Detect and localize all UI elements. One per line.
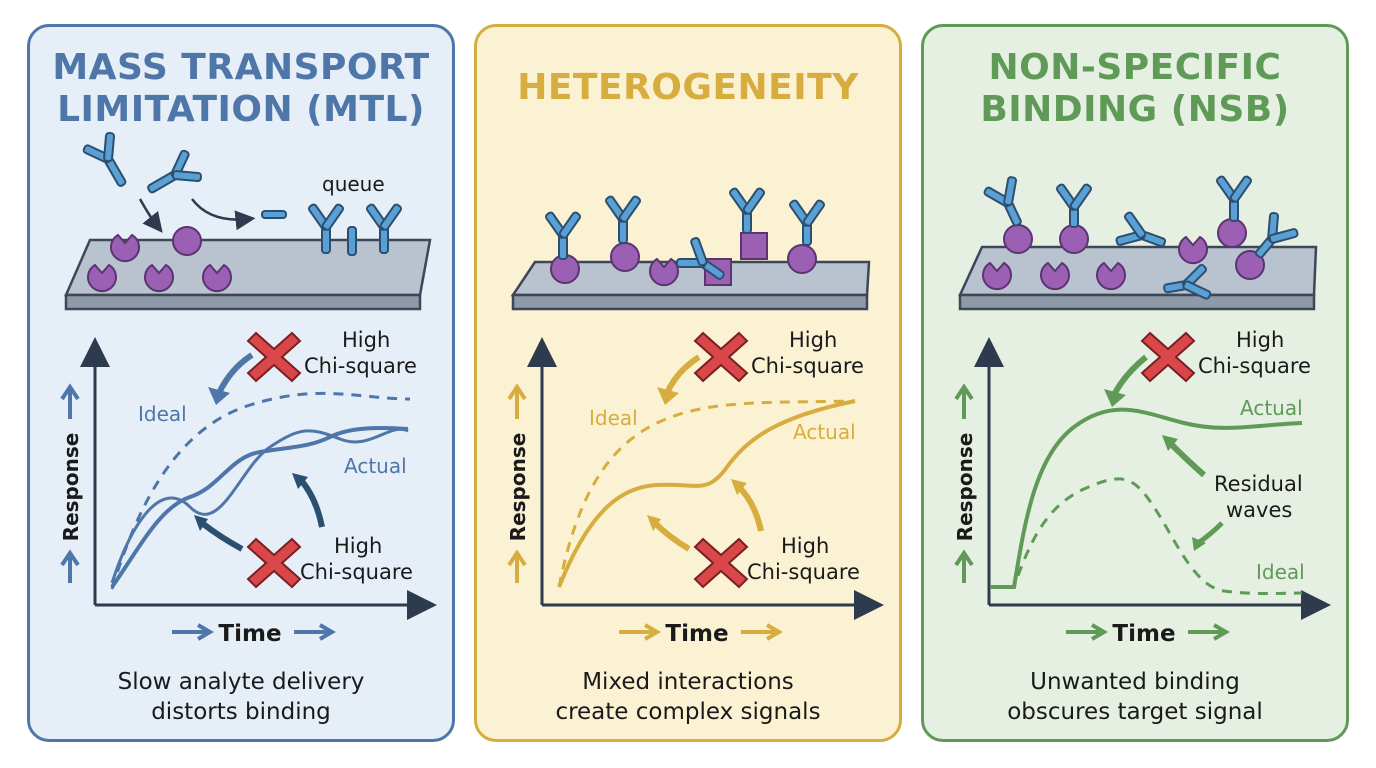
chi-top-label-1: High [1236,328,1284,352]
caption-line-2: obscures target signal [1007,699,1263,725]
ideal-label: Ideal [1256,560,1305,584]
ligand-molecules [982,218,1265,291]
chi-bottom-label-2: Chi-square [300,560,413,584]
title-line-1: MASS TRANSPORT [52,47,430,88]
y-axis-label: Response [506,433,530,542]
chart-axes [80,337,437,620]
chi-top-label-1: High [342,328,390,352]
chi-bottom-label-2: Chi-square [747,560,860,584]
arrow-icon [297,477,325,528]
queued-antibodies [261,203,403,256]
ideal-curve [110,391,411,590]
mtl-illustration: queue Ideal Actual High Chi-square High … [59,132,437,647]
arrow-icon [200,520,244,552]
queue-label: queue [322,172,385,196]
arrow-up-icon [507,383,527,419]
arrow-right-icon [1066,623,1108,641]
caption-line-1: Slow analyte delivery [117,669,365,695]
arrow-up-icon [954,383,974,419]
x-axis-label: Time [218,621,281,647]
cross-icon [693,537,749,589]
title-line-1: HETEROGENEITY [517,67,859,108]
panel-caption: Slow analyte delivery distorts binding [30,667,452,727]
arrow-up-icon [507,549,527,583]
arrow-right-icon [172,623,214,641]
title-line-2: BINDING (NSB) [980,89,1290,130]
actual-label: Actual [1240,396,1303,420]
panel-title: MASS TRANSPORT LIMITATION (MTL) [30,47,452,131]
arrow-icon [1111,354,1148,397]
nsb-illustration: Actual Ideal High Chi-square Residual wa… [953,175,1331,647]
actual-label: Actual [793,420,856,444]
chi-bottom-label-1: High [334,534,382,558]
arrow-icon [215,352,254,397]
het-illustration: Ideal Actual High Chi-square High Chi-sq… [506,187,884,647]
actual-curve [110,425,409,589]
caption-line-1: Unwanted binding [1030,669,1240,695]
panel-mass-transport: MASS TRANSPORT LIMITATION (MTL) [27,24,455,742]
cross-icon [693,331,749,383]
flow-arrows [138,198,256,233]
chi-top-label-2: Chi-square [1198,354,1311,378]
ideal-label: Ideal [589,406,638,430]
caption-line-2: distorts binding [151,699,331,725]
residual-label-1: Residual [1214,472,1303,496]
ligand-molecules [87,226,232,293]
ideal-curve [990,477,1303,595]
y-axis-label: Response [953,433,977,542]
caption-line-1: Mixed interactions [582,669,794,695]
arrow-right-icon [741,623,783,641]
actual-label: Actual [344,454,407,478]
residual-label-2: waves [1226,498,1292,522]
caption-line-2: create complex signals [555,699,821,725]
actual-curve-wave [110,427,409,584]
arrow-up-icon [60,383,80,419]
ideal-label: Ideal [138,402,187,426]
panel-title: HETEROGENEITY [477,67,899,109]
chart-axes [974,337,1331,620]
arrow-right-icon [1188,623,1230,641]
ideal-curve [557,399,856,588]
arrow-right-icon [294,623,336,641]
arrow-icon [664,354,701,395]
bound-antibodies [983,175,1299,300]
x-axis-label: Time [665,621,728,647]
panel-title: NON-SPECIFIC BINDING (NSB) [924,47,1346,131]
actual-curve [557,399,856,588]
chi-top-label-1: High [789,328,837,352]
arrow-up-icon [954,549,974,583]
actual-curve [990,407,1303,589]
cross-icon [1140,331,1196,383]
panel-caption: Mixed interactions create complex signal… [477,667,899,727]
arrow-icon [1167,440,1206,478]
cross-icon [246,537,302,589]
panel-non-specific-binding: NON-SPECIFIC BINDING (NSB) [921,24,1349,742]
chart-axes [527,337,884,620]
ligand-molecules [550,232,817,287]
bound-antibodies [544,187,826,280]
panel-heterogeneity: HETEROGENEITY [474,24,902,742]
arrow-icon [1196,521,1224,546]
chi-bottom-label-1: High [781,534,829,558]
arrow-icon [652,520,691,552]
arrow-icon [736,484,764,532]
sensor-chip [510,260,871,311]
cross-icon [246,331,302,383]
arrow-up-icon [60,549,80,583]
title-line-1: NON-SPECIFIC [988,47,1282,88]
free-antibodies [82,132,202,194]
chi-top-label-2: Chi-square [304,354,417,378]
y-axis-label: Response [59,433,83,542]
panel-caption: Unwanted binding obscures target signal [924,667,1346,727]
x-axis-label: Time [1112,621,1175,647]
title-line-2: LIMITATION (MTL) [57,89,425,130]
arrow-right-icon [619,623,661,641]
chi-top-label-2: Chi-square [751,354,864,378]
